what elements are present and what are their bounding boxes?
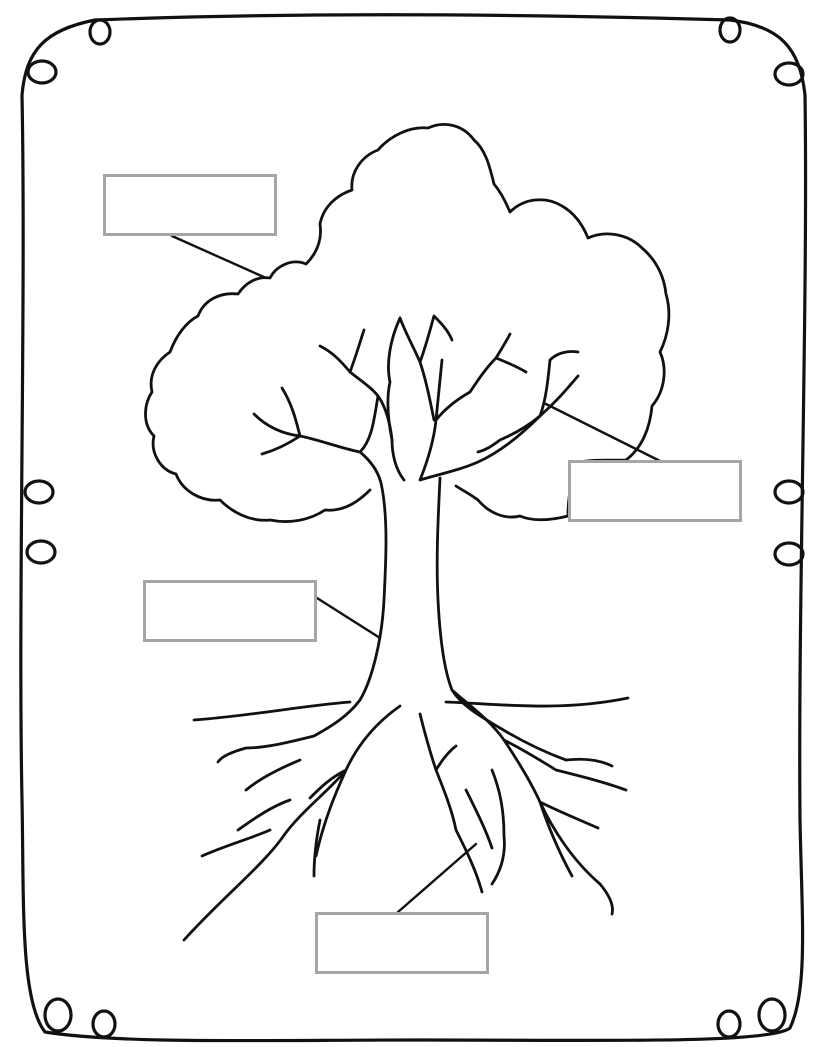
leader-line-leaves xyxy=(172,236,266,278)
label-box-branches[interactable] xyxy=(568,460,742,522)
loop-left-mid-2 xyxy=(27,541,55,563)
loop-top-right-2 xyxy=(775,63,803,85)
loop-bottom-left-1 xyxy=(45,999,71,1031)
loop-right-mid-2 xyxy=(775,543,803,565)
root-center xyxy=(420,714,492,892)
leader-line-roots xyxy=(398,844,476,912)
loop-top-left-1 xyxy=(90,20,110,44)
loop-bottom-left-2 xyxy=(93,1011,115,1037)
loop-left-mid-1 xyxy=(25,481,53,503)
label-box-trunk[interactable] xyxy=(143,580,317,642)
loop-top-left-2 xyxy=(28,61,56,83)
decorative-border xyxy=(21,15,806,1041)
loop-right-mid-1 xyxy=(775,481,803,503)
root-left-main xyxy=(184,706,400,940)
branch-center-twigs xyxy=(388,316,452,440)
leader-line-trunk xyxy=(317,598,380,638)
trunk-right-outline xyxy=(420,360,578,760)
branch-left-twigs xyxy=(254,330,364,454)
label-box-roots[interactable] xyxy=(315,912,489,974)
label-box-leaves[interactable] xyxy=(103,174,277,236)
leader-lines xyxy=(172,236,662,912)
ground-line xyxy=(194,698,628,720)
tree-roots xyxy=(184,690,626,940)
loop-bottom-right-2 xyxy=(759,999,785,1031)
frame-outline xyxy=(21,15,806,1041)
tree-trunk-branches xyxy=(254,316,578,760)
loop-bottom-right-1 xyxy=(718,1011,740,1037)
